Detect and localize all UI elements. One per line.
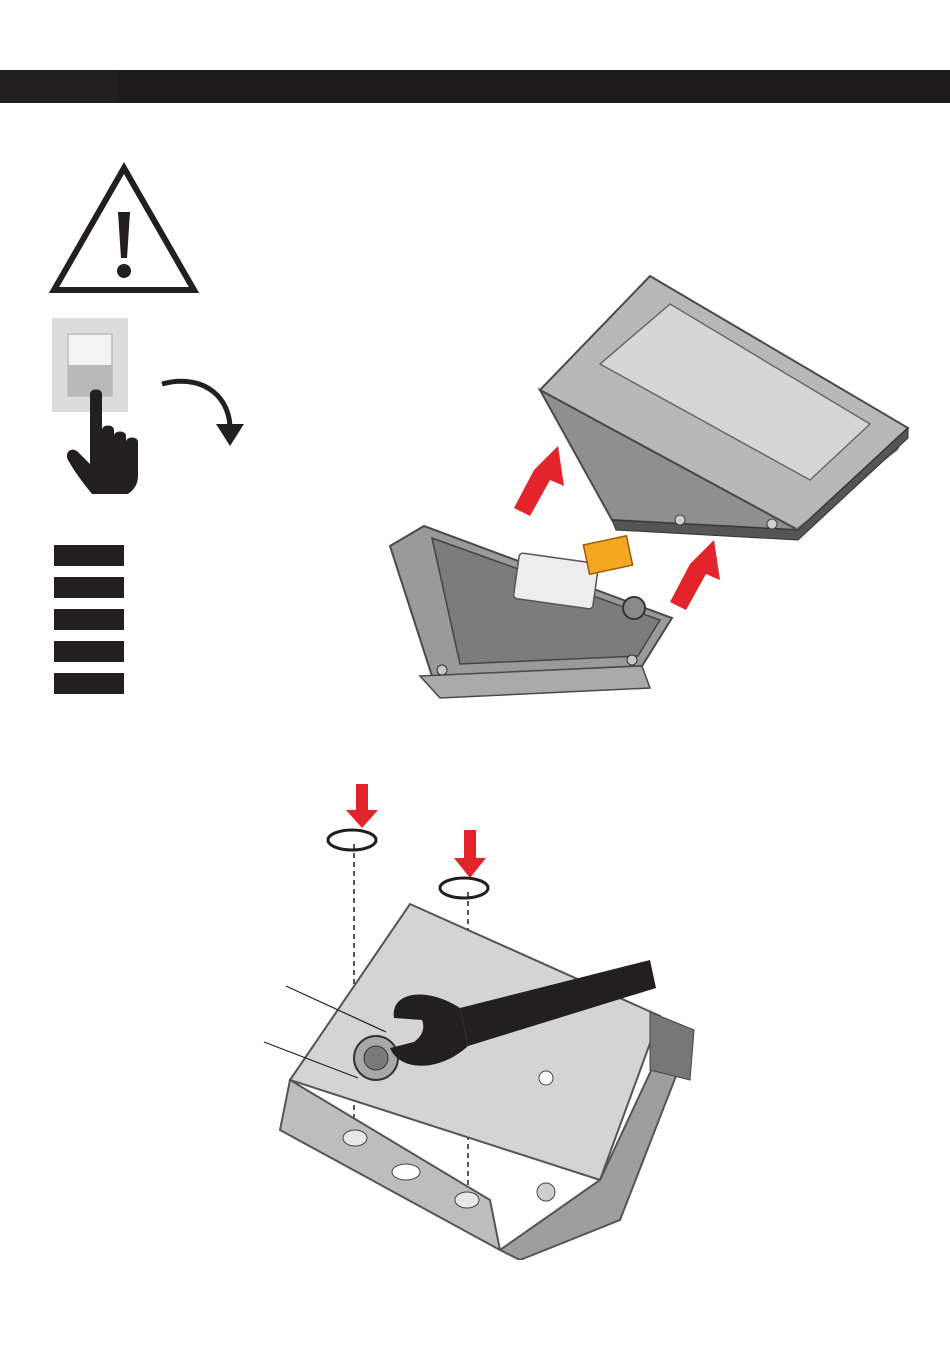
cover-removal-illustration (380, 268, 920, 720)
warning-triangle-icon (48, 160, 200, 296)
press-arrow-icon (346, 784, 378, 828)
housing-base (390, 526, 672, 698)
rotate-icon (440, 878, 488, 898)
bracket-mount-illustration (250, 780, 710, 1260)
pointing-hand-icon (62, 386, 142, 500)
breaker-panel-icon (54, 545, 126, 697)
curved-arrow-icon (158, 372, 248, 452)
housing-cover (540, 276, 908, 540)
header-bar (0, 70, 950, 103)
rotate-icon (328, 830, 376, 850)
lift-arrow-icon (514, 446, 564, 516)
header-bar-inner (118, 70, 950, 103)
press-arrow-icon (454, 830, 486, 878)
lift-arrow-icon (670, 540, 720, 610)
